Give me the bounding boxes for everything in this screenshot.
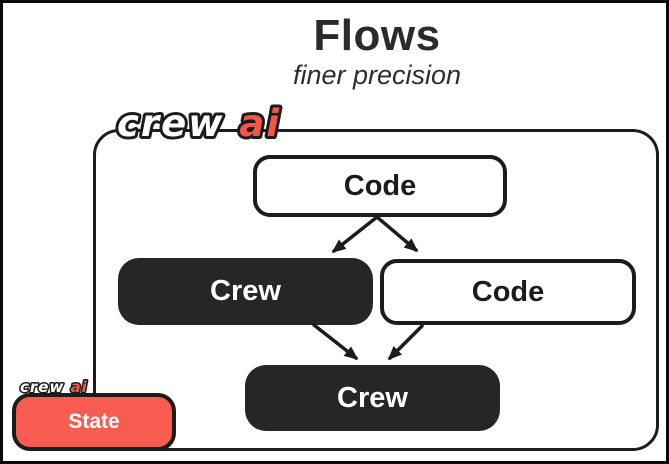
crewai-logo-ai: ai (71, 378, 88, 396)
node-label: Crew (337, 381, 408, 414)
node-crew-mid: Crew (118, 258, 373, 325)
crewai-logo-small: crew ai (17, 373, 101, 404)
crewai-logo-ai: ai (239, 102, 281, 145)
page-subtitle: finer precision (292, 60, 462, 90)
crewai-logo-crew: crew (117, 102, 224, 145)
node-code-mid: Code (380, 259, 636, 325)
svg-text:crew ai: crew ai (20, 378, 88, 396)
page-title: Flows (313, 11, 441, 60)
node-crew-bottom: Crew (245, 365, 500, 431)
node-label: Code (343, 169, 417, 202)
svg-text:crew ai: crew ai (117, 102, 281, 145)
node-code-top: Code (253, 155, 507, 217)
flow-boundary (93, 129, 659, 451)
crewai-logo-small-image: crew ai (19, 377, 89, 398)
node-label: Code (471, 275, 545, 308)
node-state: State (12, 393, 176, 451)
crewai-logo-crew: crew (20, 378, 64, 396)
crewai-logo: crew ai (113, 98, 313, 155)
node-label: State (68, 410, 120, 433)
crewai-logo-image: crew ai (114, 99, 282, 148)
node-label: Crew (210, 275, 281, 307)
